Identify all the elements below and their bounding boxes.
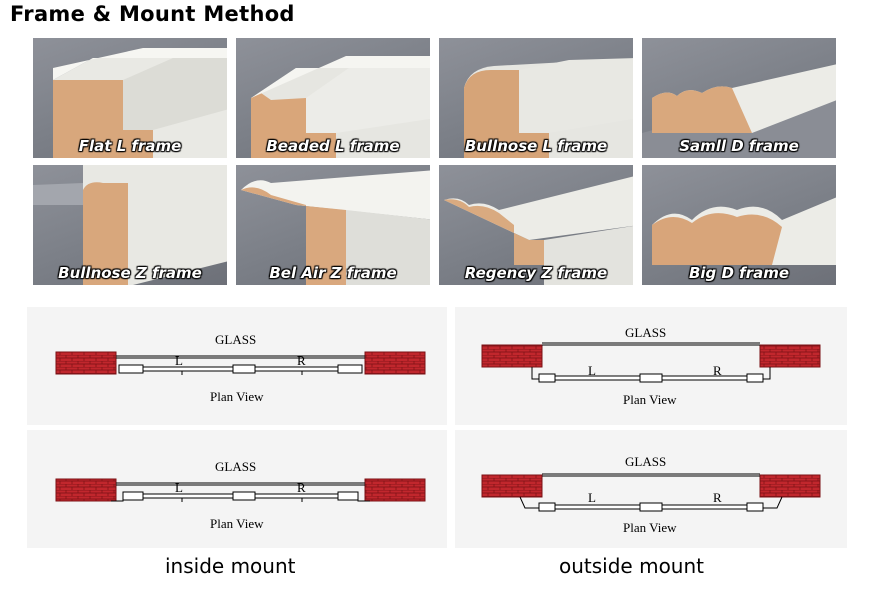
plan-inside-mount-z-frame: GLASS L R Plan View: [27, 430, 447, 548]
flat-l-profile-illustration: [53, 48, 227, 158]
bel-air-z-profile-illustration: [241, 170, 430, 285]
frame-label: Big D frame: [688, 264, 790, 282]
plan-inside-mount-l-frame: GLASS L R Plan View: [27, 307, 447, 425]
frame-photo-regency-z: Regency Z frame: [439, 165, 633, 285]
frame-photo-beaded-l: Beaded L frame: [236, 38, 430, 158]
right-panel-label: R: [713, 363, 722, 378]
plan-diagram-drawing: [481, 473, 821, 512]
left-panel-label: L: [175, 480, 183, 495]
frame-label: Flat L frame: [78, 137, 182, 155]
plan-view-label: Plan View: [210, 516, 264, 531]
frame-label: Bullnose Z frame: [58, 264, 202, 282]
plan-view-label: Plan View: [623, 520, 677, 535]
left-panel-label: L: [588, 490, 596, 505]
frame-photo-flat-l: Flat L frame: [33, 38, 227, 158]
frame-label: Bel Air Z frame: [269, 264, 397, 282]
right-panel-label: R: [713, 490, 722, 505]
plan-diagram-drawing: [481, 342, 821, 383]
inside-mount-caption: inside mount: [165, 554, 296, 578]
right-panel-label: R: [297, 353, 306, 368]
bullnose-l-profile-illustration: [464, 58, 633, 158]
regency-z-profile-illustration: [444, 176, 633, 285]
right-panel-label: R: [297, 480, 306, 495]
beaded-l-profile-illustration: [251, 56, 430, 158]
frame-label: Regency Z frame: [464, 264, 608, 282]
frame-photo-small-d: Samll D frame: [642, 38, 836, 158]
plan-outside-mount-l-frame: GLASS L R Plan View: [455, 307, 847, 425]
glass-label: GLASS: [625, 454, 667, 469]
big-d-profile-illustration: [652, 197, 836, 265]
frame-label: Bullnose L frame: [464, 137, 608, 155]
frame-photo-big-d: Big D frame: [642, 165, 836, 285]
frame-label: Samll D frame: [679, 137, 799, 155]
plan-view-label: Plan View: [623, 392, 677, 407]
bullnose-z-profile-illustration: [33, 165, 227, 285]
plan-diagram-drawing: [55, 351, 426, 375]
plan-diagram-drawing: [55, 478, 426, 502]
glass-label: GLASS: [215, 332, 257, 347]
plan-view-label: Plan View: [210, 389, 264, 404]
frame-photo-bullnose-z: Bullnose Z frame: [33, 165, 227, 285]
small-d-profile-illustration: [642, 64, 836, 158]
frame-photo-bel-air-z: Bel Air Z frame: [236, 165, 430, 285]
left-panel-label: L: [175, 353, 183, 368]
page-title: Frame & Mount Method: [10, 2, 295, 26]
glass-label: GLASS: [215, 459, 257, 474]
glass-label: GLASS: [625, 325, 667, 340]
frame-photo-bullnose-l: Bullnose L frame: [439, 38, 633, 158]
left-panel-label: L: [588, 363, 596, 378]
outside-mount-caption: outside mount: [559, 554, 704, 578]
frame-label: Beaded L frame: [266, 137, 400, 155]
plan-outside-mount-z-frame: GLASS L R Plan View: [455, 430, 847, 548]
